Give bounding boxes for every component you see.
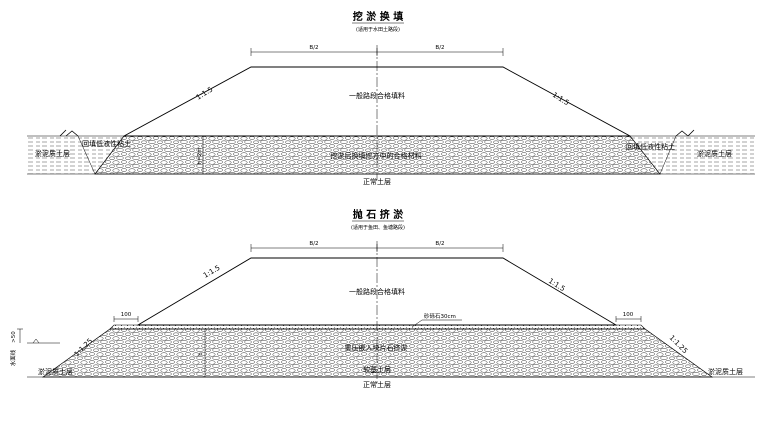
section-2-title: 抛 石 挤 淤 xyxy=(353,208,403,221)
section-2-berm-left: 100 xyxy=(121,312,132,318)
section-2-depth-label: h xyxy=(198,352,204,356)
section-1-backfill-right: 回填低液性粘土 xyxy=(626,142,675,151)
section-1-ground-label: 正常土层 xyxy=(363,177,391,186)
section-2-berm-right: 100 xyxy=(623,312,634,318)
section-2-subtitle: (适用于鱼田、鱼塘路段) xyxy=(351,224,405,231)
section-1-backfill-left: 回填低液性粘土 xyxy=(82,139,131,148)
section-1-subtitle: (适用于水田土路段) xyxy=(356,26,400,33)
section-1-silt-left: 淤泥质土层 xyxy=(35,149,70,158)
section-1-silt-right: 淤泥质土层 xyxy=(697,149,732,158)
section-2-berm-left-dimension: 100 xyxy=(113,312,139,322)
section-2-water-marker: >50 水面线 xyxy=(9,328,60,366)
section-1-backfill-left-mark xyxy=(59,129,79,137)
section-2-soft-label: 软基土层 xyxy=(363,365,391,374)
section-1-backfill-right-mark xyxy=(675,129,695,137)
section-2-height-label: >50 xyxy=(11,331,17,343)
section-2-gravel-label: 砂砾石30cm xyxy=(424,312,456,320)
section-1-dig-and-replace: 挖 淤 换 填 (适用于水田土路段) B/2 B/2 h=2m xyxy=(27,10,755,186)
section-1-replace-label: 挖淤后换填挖方中的合格材料 xyxy=(331,151,422,160)
section-2-half-width-right: B/2 xyxy=(435,241,444,247)
section-2-rock-label: 重压嵌入块片石挤淤 xyxy=(345,343,408,352)
section-2-gravel-leader xyxy=(411,319,423,328)
section-2-berm-right-dimension: 100 xyxy=(615,312,642,322)
section-2-silt-left: 淤泥质土层 xyxy=(38,367,73,376)
section-1-half-width-left: B/2 xyxy=(309,45,318,51)
section-2-fill-label: 一般路段合格填料 xyxy=(349,287,405,296)
section-2-rock-displacement: 抛 石 挤 淤 (适用于鱼田、鱼塘路段) B/2 B/2 100 xyxy=(9,208,755,389)
section-1-half-width-right: B/2 xyxy=(435,45,444,51)
section-2-half-width-left: B/2 xyxy=(309,241,318,247)
section-1-title: 挖 淤 换 填 xyxy=(353,10,403,23)
section-2-ground-label: 正常土层 xyxy=(363,380,391,389)
section-1-depth-label: h=2m xyxy=(197,148,203,165)
section-2-silt-right: 淤泥质土层 xyxy=(708,367,743,376)
section-2-water-label: 水面线 xyxy=(9,349,17,366)
section-2-gravel-layer xyxy=(109,324,646,330)
section-1-fill-label: 一般路段合格填料 xyxy=(349,91,405,100)
